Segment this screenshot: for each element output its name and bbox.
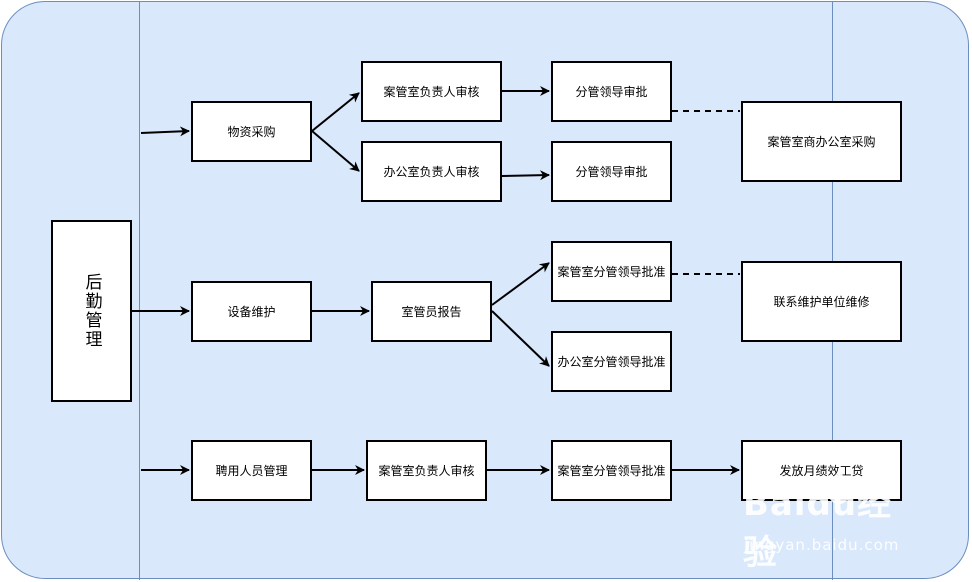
node-office-approve[interactable]: 办公室分管领导批准 xyxy=(551,331,672,392)
node-pinyong[interactable]: 聘用人员管理 xyxy=(191,440,312,501)
edge-wuzi-dangan-review xyxy=(311,92,360,132)
node-approve-1[interactable]: 分管领导审批 xyxy=(551,61,672,122)
node-pay[interactable]: 发放月绩效工贷 xyxy=(741,440,902,501)
node-dangan-review-2[interactable]: 案管室负责人审核 xyxy=(366,440,487,501)
edge-report-office-approve xyxy=(491,310,550,367)
lane-divider-left xyxy=(139,1,140,580)
node-office-purchase[interactable]: 案管室商办公室采购 xyxy=(741,101,902,182)
node-dangan-approve-2[interactable]: 案管室分管领导批准 xyxy=(551,440,672,501)
edge-report-dangan-approve xyxy=(491,262,550,306)
node-office-review[interactable]: 办公室负责人审核 xyxy=(361,141,502,202)
watermark-url: jingyan.baidu.com xyxy=(744,536,900,554)
paw-icon xyxy=(826,472,852,504)
node-approve-2[interactable]: 分管领导审批 xyxy=(551,141,672,202)
watermark: Baidu经验 jingyan.baidu.com xyxy=(743,472,923,573)
edge-review-approve-2 xyxy=(501,170,550,181)
node-contact-repair[interactable]: 联系维护单位维修 xyxy=(741,261,902,342)
watermark-brand: Baidu经验 xyxy=(743,484,893,573)
node-dangan-review-1[interactable]: 案管室负责人审核 xyxy=(361,61,502,122)
node-wuzi[interactable]: 物资采购 xyxy=(191,101,312,162)
node-report[interactable]: 室管员报告 xyxy=(371,281,492,342)
node-dangan-approve-1[interactable]: 案管室分管领导批准 xyxy=(551,241,672,302)
node-shebei[interactable]: 设备维护 xyxy=(191,281,312,342)
node-root[interactable]: 后勤管理 xyxy=(51,220,132,402)
edge-wuzi-office-review xyxy=(311,130,360,172)
edge-root-wuzi xyxy=(140,126,190,137)
